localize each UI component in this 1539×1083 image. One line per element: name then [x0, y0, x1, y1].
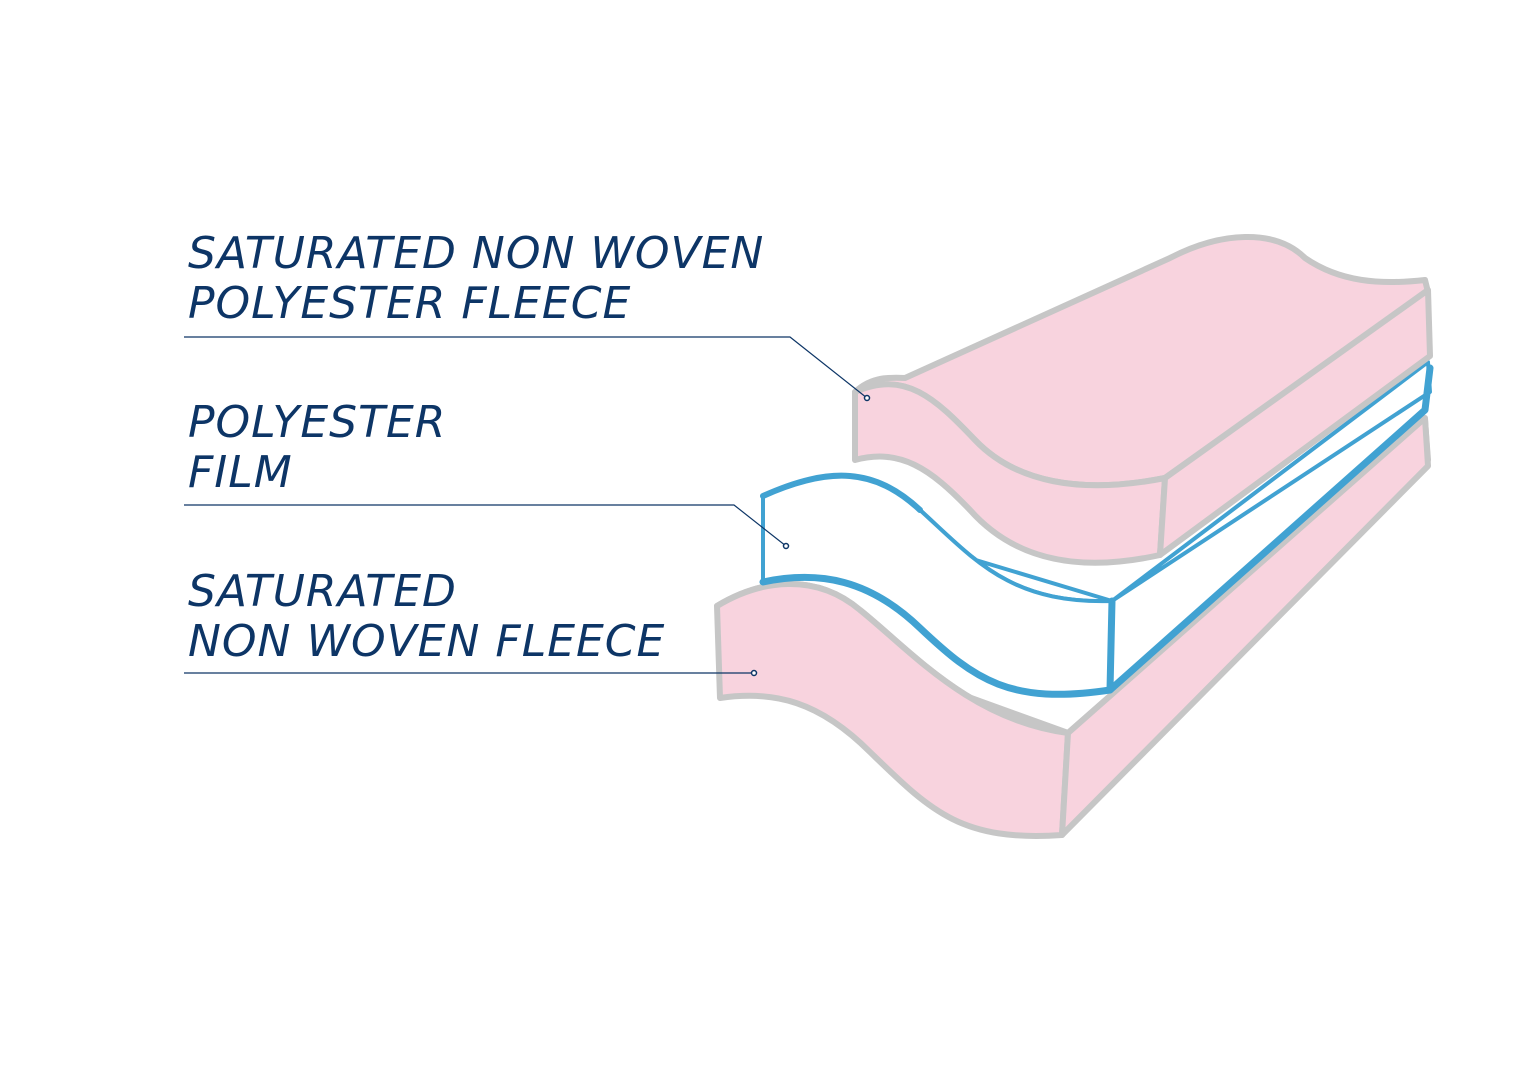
label-top-fleece: SATURATED NON WOVEN POLYESTER FLEECE: [188, 229, 764, 329]
film-layer: [759, 360, 1434, 698]
leader-lines: [184, 336, 868, 674]
label-mid-line2: FILM: [188, 447, 293, 498]
label-polyester-film: POLYESTER FILM: [188, 398, 446, 498]
leader-line-top: [184, 336, 868, 399]
label-bottom-fleece: SATURATED NON WOVEN FLEECE: [188, 567, 665, 667]
label-bot-line1: SATURATED: [188, 566, 457, 617]
film-top-edge: [760, 472, 923, 513]
label-bot-line2: NON WOVEN FLEECE: [188, 616, 666, 667]
top-fleece-layer: [852, 234, 1433, 566]
leader-dot-mid: [782, 542, 790, 550]
top-fleece-side-face: [1157, 287, 1433, 558]
leader-dots: [750, 394, 871, 677]
label-top-line1: SATURATED NON WOVEN: [188, 228, 765, 279]
film-corner-edge: [1106, 597, 1116, 694]
film-bottom-edge: [759, 364, 1434, 698]
bottom-fleece-layer: [714, 415, 1431, 839]
bottom-fleece-side-face: [1059, 415, 1431, 838]
leader-line-mid: [184, 504, 787, 547]
leader-dot-bot: [750, 669, 758, 677]
leader-dot-top: [863, 394, 871, 402]
label-top-line2: POLYESTER FLEECE: [188, 278, 632, 329]
label-mid-line1: POLYESTER: [188, 397, 447, 448]
